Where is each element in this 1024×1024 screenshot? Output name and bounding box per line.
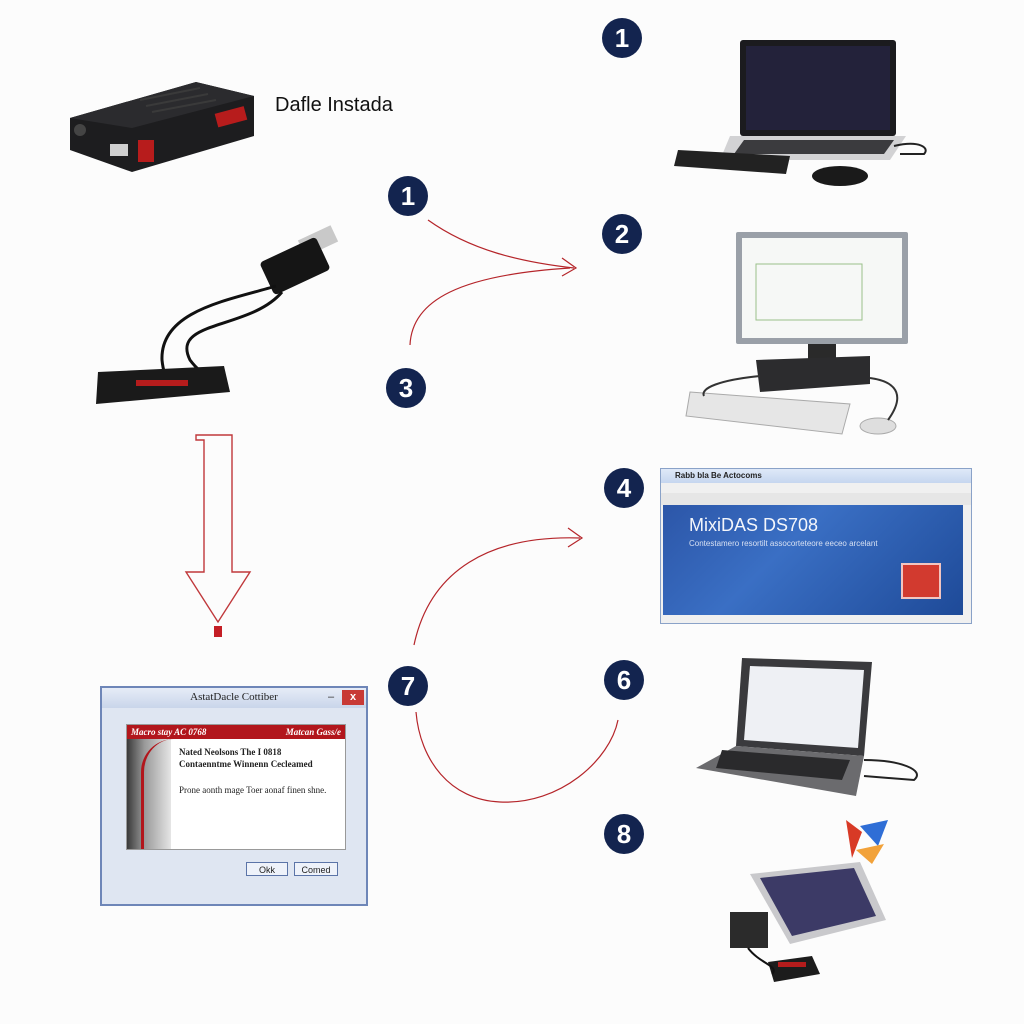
software-window-step-4: Rabb bla Be Actocoms MixiDAS DS708 Conte… bbox=[660, 468, 972, 624]
dialog-titlebar: AstatDacle Cottiber – x bbox=[102, 688, 366, 708]
usb-cable-image bbox=[96, 225, 339, 404]
arrow-7-to-6 bbox=[415, 711, 619, 803]
app-heading: MixiDAS DS708 bbox=[689, 515, 819, 535]
step-badge-2: 2 bbox=[602, 214, 642, 254]
dialog-line-3: Prone aonth mage Toer aonaf finen shne. bbox=[179, 785, 327, 795]
tablet-image-step-8 bbox=[730, 820, 888, 982]
menu-bar bbox=[661, 483, 971, 493]
laptop-image-step-1 bbox=[674, 40, 927, 186]
arrow-1-to-2 bbox=[427, 219, 575, 269]
arrow-3-to-2 bbox=[409, 267, 571, 346]
dialog-banner: Macro stay AC 0768 Matcan Gass/e bbox=[127, 725, 345, 739]
arrowhead-1 bbox=[561, 257, 578, 277]
step-badge-7: 7 bbox=[388, 666, 428, 706]
banner-right-text: Matcan Gass/e bbox=[285, 727, 341, 737]
app-logo-icon bbox=[901, 563, 941, 599]
install-dialog: AstatDacle Cottiber – x Macro stay AC 07… bbox=[100, 686, 368, 906]
step-badge-3: 3 bbox=[386, 368, 426, 408]
obd-device-image bbox=[70, 82, 254, 172]
dialog-line-1: Nated Neolsons The I 0818 bbox=[179, 747, 282, 757]
step-badge-8: 8 bbox=[604, 814, 644, 854]
minimize-button[interactable]: – bbox=[327, 691, 335, 703]
dialog-line-2: Contaenntme Winnenn Cecleamed bbox=[179, 759, 313, 769]
dialog-title: AstatDacle Cottiber bbox=[190, 691, 278, 703]
dialog-side-graphic bbox=[127, 739, 171, 849]
step-badge-1: 1 bbox=[388, 176, 428, 216]
down-arrow-tip bbox=[214, 626, 222, 637]
banner-left-text: Macro stay AC 0768 bbox=[131, 727, 207, 737]
device-label: Dafle Instada bbox=[275, 94, 393, 116]
window-titlebar: Rabb bla Be Actocoms bbox=[661, 469, 971, 483]
cancel-button[interactable]: Comed bbox=[294, 862, 338, 876]
close-button[interactable]: x bbox=[342, 690, 364, 705]
ok-button[interactable]: Okk bbox=[246, 862, 288, 876]
desktop-image-step-2 bbox=[685, 232, 908, 435]
arrowhead-4 bbox=[567, 527, 584, 548]
step-badge-6: 6 bbox=[604, 660, 644, 700]
dialog-body: Macro stay AC 0768 Matcan Gass/e Nated N… bbox=[126, 724, 346, 850]
app-subtitle: Contestamero resortilt assocorteteore ee… bbox=[689, 539, 878, 548]
step-badge-4: 4 bbox=[604, 468, 644, 508]
arrow-7-to-4 bbox=[413, 537, 581, 646]
toolbar bbox=[661, 493, 971, 505]
step-badge-1-top: 1 bbox=[602, 18, 642, 58]
window-title: Rabb bla Be Actocoms bbox=[675, 471, 762, 480]
laptop-image-step-6 bbox=[696, 658, 918, 796]
down-arrow bbox=[184, 434, 252, 624]
splash-panel: MixiDAS DS708 Contestamero resortilt ass… bbox=[663, 505, 963, 615]
